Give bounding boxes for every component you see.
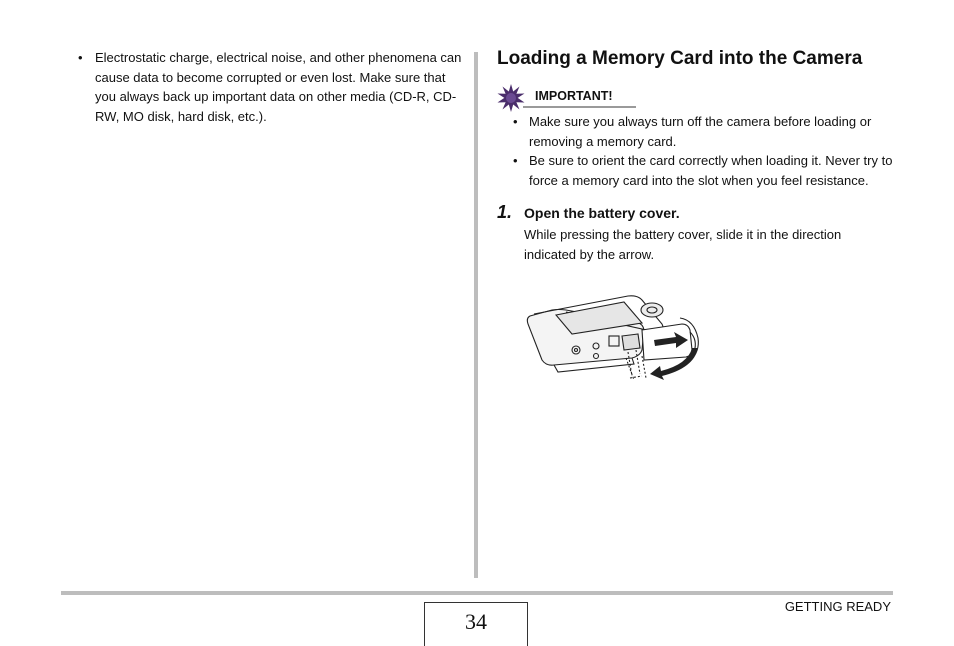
bullet-dot: • [513, 114, 518, 129]
bullet-text: Electrostatic charge, electrical noise, … [95, 50, 462, 124]
section-name: GETTING READY [784, 599, 891, 614]
step-title: Open the battery cover. [524, 205, 680, 221]
step-heading: 1. Open the battery cover. [497, 202, 897, 223]
list-item: • Electrostatic charge, electrical noise… [78, 48, 463, 126]
important-list: • Make sure you always turn off the came… [497, 112, 897, 190]
list-item: • Make sure you always turn off the came… [497, 112, 897, 151]
starburst-icon [497, 84, 525, 112]
right-column: Loading a Memory Card into the Camera IM… [497, 46, 897, 264]
footer-rule [61, 591, 893, 595]
bullet-dot: • [78, 50, 83, 65]
step-number: 1. [497, 202, 513, 222]
bullet-text: Be sure to orient the card correctly whe… [529, 153, 893, 188]
left-column: • Electrostatic charge, electrical noise… [78, 48, 463, 126]
list-item: • Be sure to orient the card correctly w… [497, 151, 897, 190]
important-label: IMPORTANT! [535, 89, 613, 103]
page-number: 34 [465, 609, 487, 634]
bullet-text: Make sure you always turn off the camera… [529, 114, 872, 149]
section-title: Loading a Memory Card into the Camera [497, 48, 863, 69]
step-description: While pressing the battery cover, slide … [524, 227, 842, 262]
bullet-dot: • [513, 153, 518, 168]
important-underline [523, 106, 636, 108]
page-number-box: 34 [424, 602, 528, 646]
column-divider [474, 52, 478, 578]
important-header: IMPORTANT! [497, 84, 897, 112]
camera-battery-cover-illustration [526, 295, 699, 381]
